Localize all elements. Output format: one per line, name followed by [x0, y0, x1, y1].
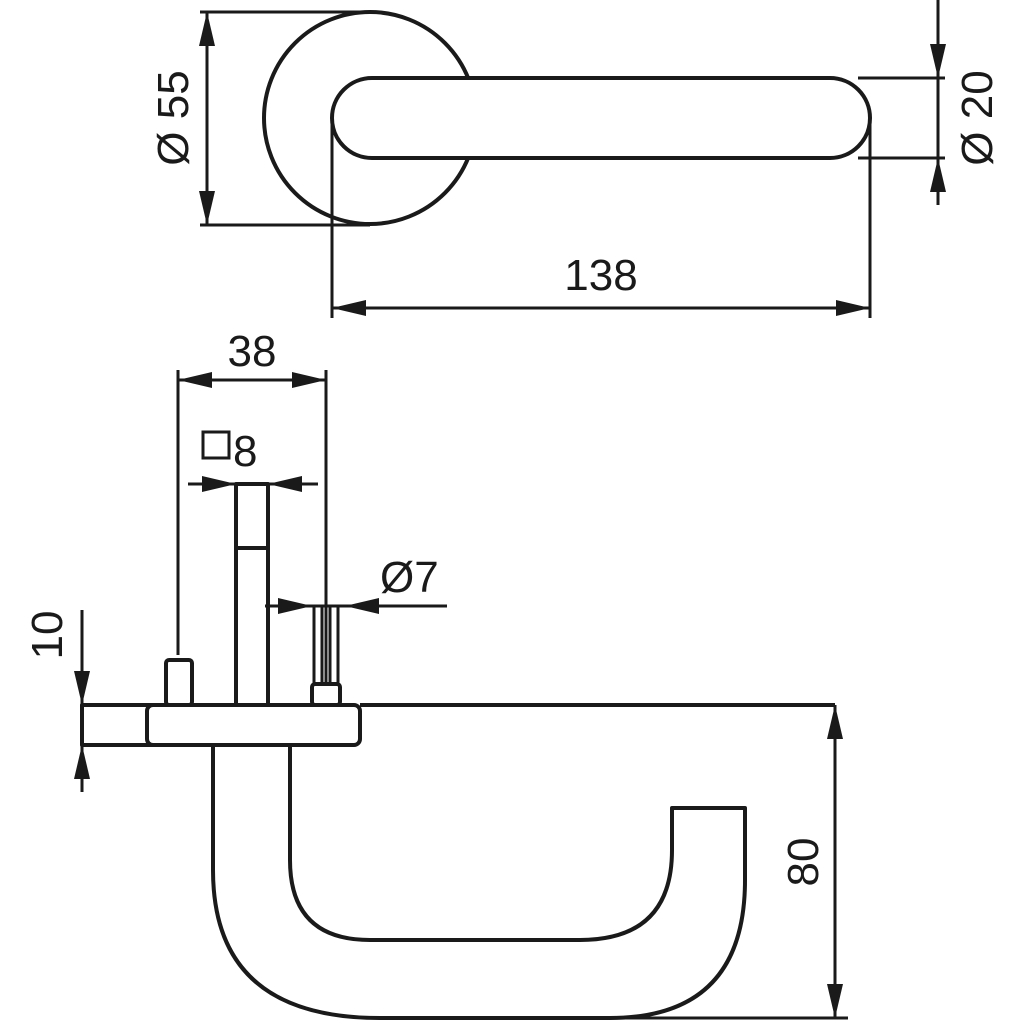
lever-outline-top [330, 76, 872, 160]
dim-lever-diameter: Ø 20 [953, 70, 1002, 165]
dim-lever-length: 138 [564, 251, 637, 300]
dim-pin-diameter: Ø7 [380, 553, 439, 602]
spindle [234, 482, 270, 707]
side-view: 38 8 Ø7 10 [23, 327, 848, 1020]
square-symbol-icon [201, 430, 231, 460]
guide-post [164, 658, 194, 707]
door-section [80, 703, 154, 747]
dim-lever-height: 80 [779, 838, 828, 887]
lever-side-profile [211, 745, 747, 1020]
rose-plate [145, 703, 362, 747]
dim-spindle-square: 8 [233, 427, 257, 476]
dim-plate-thickness: 10 [23, 611, 72, 660]
dim-rose-diameter: Ø 55 [149, 70, 198, 165]
top-view: Ø 55 Ø 20 138 [149, 0, 1002, 318]
dim-spindle-offset: 38 [228, 327, 277, 376]
